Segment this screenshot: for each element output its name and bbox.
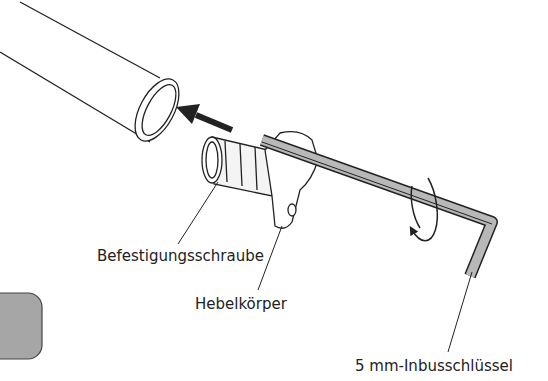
- handlebar-tube: [0, 2, 188, 148]
- side-tab: [0, 293, 42, 359]
- part-label: Befestigungsschraube: [97, 247, 264, 265]
- part-label: 5 mm-Inbusschlüssel: [355, 357, 513, 375]
- leader-line: [178, 182, 472, 352]
- insert-arrow: [176, 104, 232, 130]
- rotation-arrow: [411, 178, 437, 241]
- part-label: Hebelkörper: [195, 295, 287, 313]
- lever-body: [202, 132, 318, 229]
- hex-key: [262, 140, 492, 276]
